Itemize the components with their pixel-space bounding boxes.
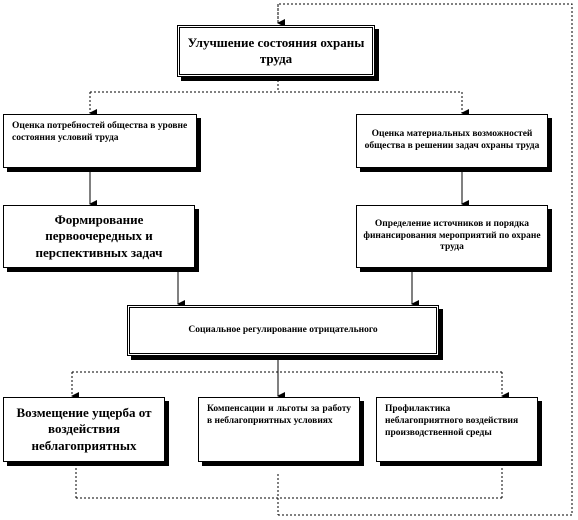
box-social-regulation-text: Социальное регулирование отрицательного	[188, 324, 378, 335]
box-damage-compensation-text: Возмещение ущерба от воздействия неблаго…	[16, 405, 152, 453]
box-task-formation: Формирование первоочередных и перспектив…	[3, 205, 195, 268]
box-material-capabilities-text: Оценка материальных возможностей обществ…	[364, 129, 540, 151]
box-material-capabilities: Оценка материальных возможностей обществ…	[356, 114, 548, 168]
box-funding-sources: Определение источников и порядка финанси…	[356, 205, 548, 268]
box-funding-sources-text: Определение источников и порядка финанси…	[363, 218, 541, 253]
box-top-goal: Улучшение состояния охраны труда	[177, 25, 375, 77]
box-prevention-text: Профилактика неблагоприятного воздействи…	[385, 404, 519, 438]
box-society-needs-text: Оценка потребностей общества в уровне со…	[12, 121, 188, 143]
box-damage-compensation: Возмещение ущерба от воздействия неблаго…	[3, 397, 165, 462]
box-social-regulation: Социальное регулирование отрицательного	[127, 305, 439, 356]
box-prevention: Профилактика неблагоприятного воздействи…	[376, 397, 538, 462]
box-top-goal-text: Улучшение состояния охраны труда	[187, 34, 365, 66]
box-benefits-text: Компенсации и льготы за работу в неблаго…	[207, 404, 351, 426]
box-task-formation-text: Формирование первоочередных и перспектив…	[35, 212, 163, 260]
box-society-needs: Оценка потребностей общества в уровне со…	[3, 114, 197, 168]
box-benefits: Компенсации и льготы за работу в неблаго…	[198, 397, 360, 462]
